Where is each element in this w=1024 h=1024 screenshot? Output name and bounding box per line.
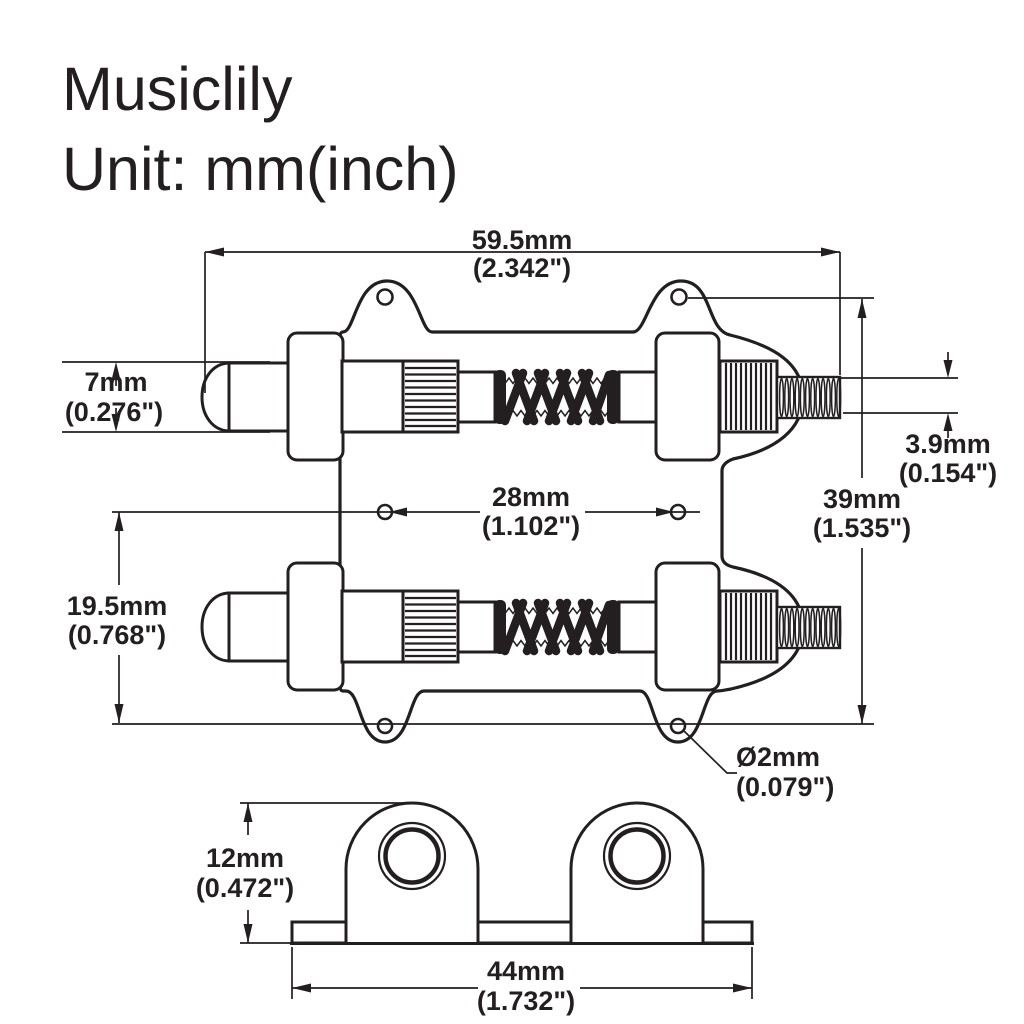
- dim-rod-diameter: 3.9mm (0.154"): [841, 352, 997, 488]
- dim-39-mm: 39mm: [823, 484, 901, 514]
- callout-screw-hole: Ø2mm (0.079"): [683, 730, 834, 802]
- eyelet-holes: [377, 821, 672, 891]
- mount-hole-top-right: [670, 288, 688, 306]
- dim-base-width: 44mm (1.732"): [291, 947, 753, 1016]
- dim-hole-span-outer: 39mm (1.535"): [112, 297, 911, 725]
- mount-hole-bottom-left: [376, 717, 394, 735]
- dim-3-9-inch: (0.154"): [899, 458, 997, 488]
- dim-hole-span-mid: 28mm (1.102"): [112, 482, 700, 541]
- dim-28-mm: 28mm: [492, 482, 570, 512]
- dim-cap-diameter: 7mm (0.276"): [62, 361, 270, 433]
- mount-hole-top-left: [376, 288, 394, 306]
- dim-19-5-mm: 19.5mm: [67, 591, 168, 621]
- dim-59-5-mm: 59.5mm: [472, 225, 573, 255]
- dim-44-inch: (1.732"): [477, 986, 575, 1016]
- mount-hole-bottom-right: [669, 717, 687, 735]
- top-view: [202, 279, 841, 744]
- dim-19-5-inch: (0.768"): [68, 620, 166, 650]
- eyelet-ear-right: [569, 801, 705, 943]
- dim-28-inch: (1.102"): [482, 511, 580, 541]
- title-block: Musiclily Unit: mm(inch): [62, 55, 459, 203]
- unit-note: Unit: mm(inch): [62, 135, 459, 203]
- dim-row-spacing: 19.5mm (0.768"): [67, 512, 168, 723]
- dim-59-5-inch: (2.342"): [473, 253, 571, 283]
- dim-44-mm: 44mm: [487, 956, 565, 986]
- dim-overall-width: 59.5mm (2.342"): [204, 225, 841, 393]
- dim-12-inch: (0.472"): [196, 873, 294, 903]
- dim-base-height: 12mm (0.472"): [196, 802, 411, 944]
- brand-title: Musiclily: [62, 55, 293, 123]
- dim-o2-inch: (0.079"): [736, 772, 834, 802]
- dim-7-mm: 7mm: [84, 367, 147, 397]
- eyelet-ear-left: [344, 801, 480, 943]
- front-view: [290, 801, 754, 945]
- dim-o2-mm: Ø2mm: [736, 742, 820, 772]
- dim-3-9-mm: 3.9mm: [905, 429, 991, 459]
- dim-12-mm: 12mm: [206, 843, 284, 873]
- dim-7-inch: (0.276"): [65, 397, 163, 427]
- dim-39-inch: (1.535"): [813, 513, 911, 543]
